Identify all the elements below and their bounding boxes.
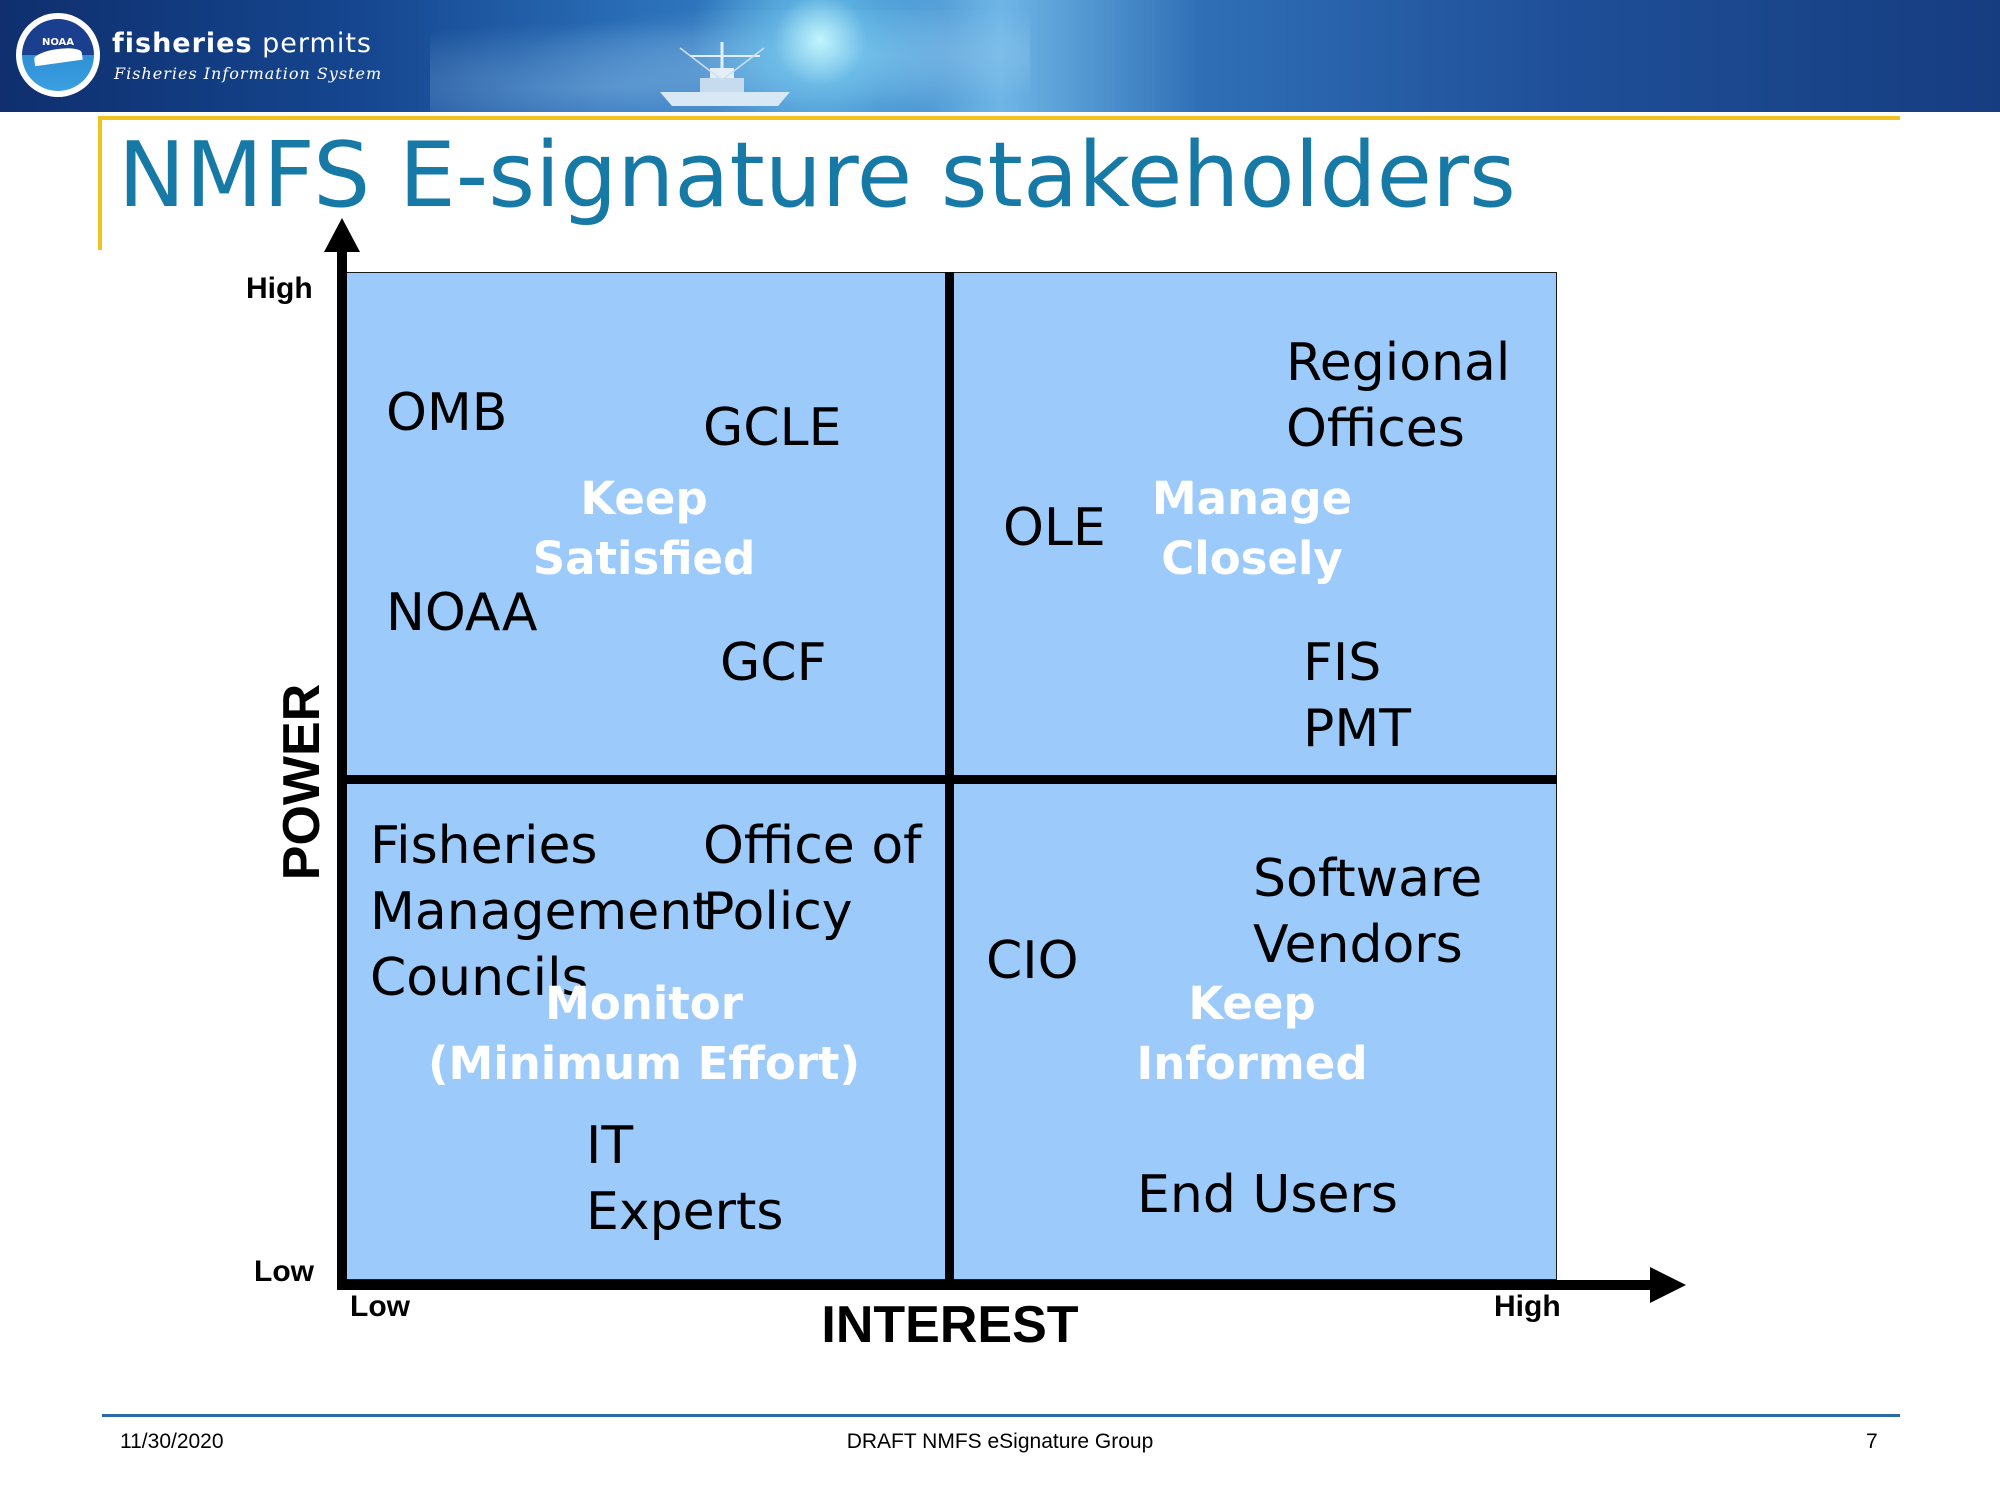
stakeholder-software-line1: Software	[1253, 849, 1483, 909]
x-axis-arrow-icon	[1650, 1267, 1686, 1303]
stakeholder-end-users: End Users	[1137, 1165, 1398, 1225]
stakeholder-regional-line2: Offices	[1286, 399, 1465, 459]
brand-title-rest: permits	[262, 28, 372, 59]
stakeholder-it-line1: IT	[586, 1116, 634, 1176]
y-axis-title: POWER	[273, 683, 331, 881]
stakeholder-fmc-line1: Fisheries	[370, 816, 598, 876]
stakeholder-ole: OLE	[1003, 498, 1106, 558]
stakeholder-noaa: NOAA	[386, 583, 538, 643]
title-accent-line	[98, 116, 1900, 120]
stakeholder-pmt: PMT	[1303, 699, 1411, 759]
noaa-logo: NOAA	[16, 13, 100, 97]
stakeholder-fmc-line3: Councils	[370, 948, 589, 1008]
strategy-monitor-line2: (Minimum Effort)	[427, 1037, 861, 1090]
strategy-manage-closely-line2: Closely	[1161, 532, 1343, 585]
strategy-monitor-line1: Monitor	[545, 977, 743, 1030]
logo-text: NOAA	[41, 37, 75, 48]
footer-date: 11/30/2020	[120, 1430, 224, 1453]
stakeholder-cio: CIO	[986, 931, 1079, 991]
footer-page-number: 7	[1866, 1430, 1878, 1453]
stakeholder-gcle: GCLE	[703, 398, 842, 458]
stakeholder-gcf: GCF	[720, 633, 827, 693]
y-axis-high-label: High	[246, 272, 313, 305]
strategy-keep-satisfied-line2: Satisfied	[532, 532, 756, 585]
stakeholder-fis: FIS	[1303, 633, 1382, 693]
y-axis-low-label: Low	[254, 1255, 314, 1288]
strategy-manage-closely-line1: Manage	[1151, 472, 1353, 525]
x-axis-title: INTEREST	[821, 1296, 1079, 1354]
strategy-keep-satisfied-line1: Keep	[580, 472, 708, 525]
stakeholder-regional-line1: Regional	[1286, 333, 1511, 393]
stakeholder-fmc-line2: Management	[370, 882, 713, 942]
brand-title-bold: fisheries	[112, 28, 253, 59]
stakeholder-policy-line2: Policy	[703, 882, 853, 942]
strategy-keep-informed-line1: Keep	[1188, 977, 1316, 1030]
stakeholder-it-line2: Experts	[586, 1182, 784, 1242]
y-axis-arrow-icon	[324, 218, 360, 252]
brand-title: fisheries permits	[112, 28, 372, 59]
seagull-icon	[33, 45, 83, 67]
stakeholder-software-line2: Vendors	[1253, 915, 1463, 975]
x-axis-high-label: High	[1494, 1290, 1561, 1323]
footer-divider	[102, 1414, 1900, 1417]
x-axis	[337, 1280, 1662, 1290]
header-banner: NOAA fisheries permits Fisheries Informa…	[0, 0, 2000, 112]
title-accent-bar	[98, 116, 102, 250]
slide-title: NMFS E-signature stakeholders	[118, 123, 1516, 228]
fishing-boat-icon	[660, 42, 790, 106]
horizontal-divider	[343, 775, 1557, 784]
stakeholder-policy-line1: Office of	[703, 816, 922, 876]
footer-center-text: DRAFT NMFS eSignature Group	[846, 1430, 1154, 1453]
y-axis	[337, 250, 347, 1285]
strategy-keep-informed-line2: Informed	[1136, 1037, 1368, 1090]
stakeholder-omb: OMB	[386, 383, 508, 443]
x-axis-low-label: Low	[350, 1290, 410, 1323]
brand-subtitle: Fisheries Information System	[114, 64, 383, 83]
